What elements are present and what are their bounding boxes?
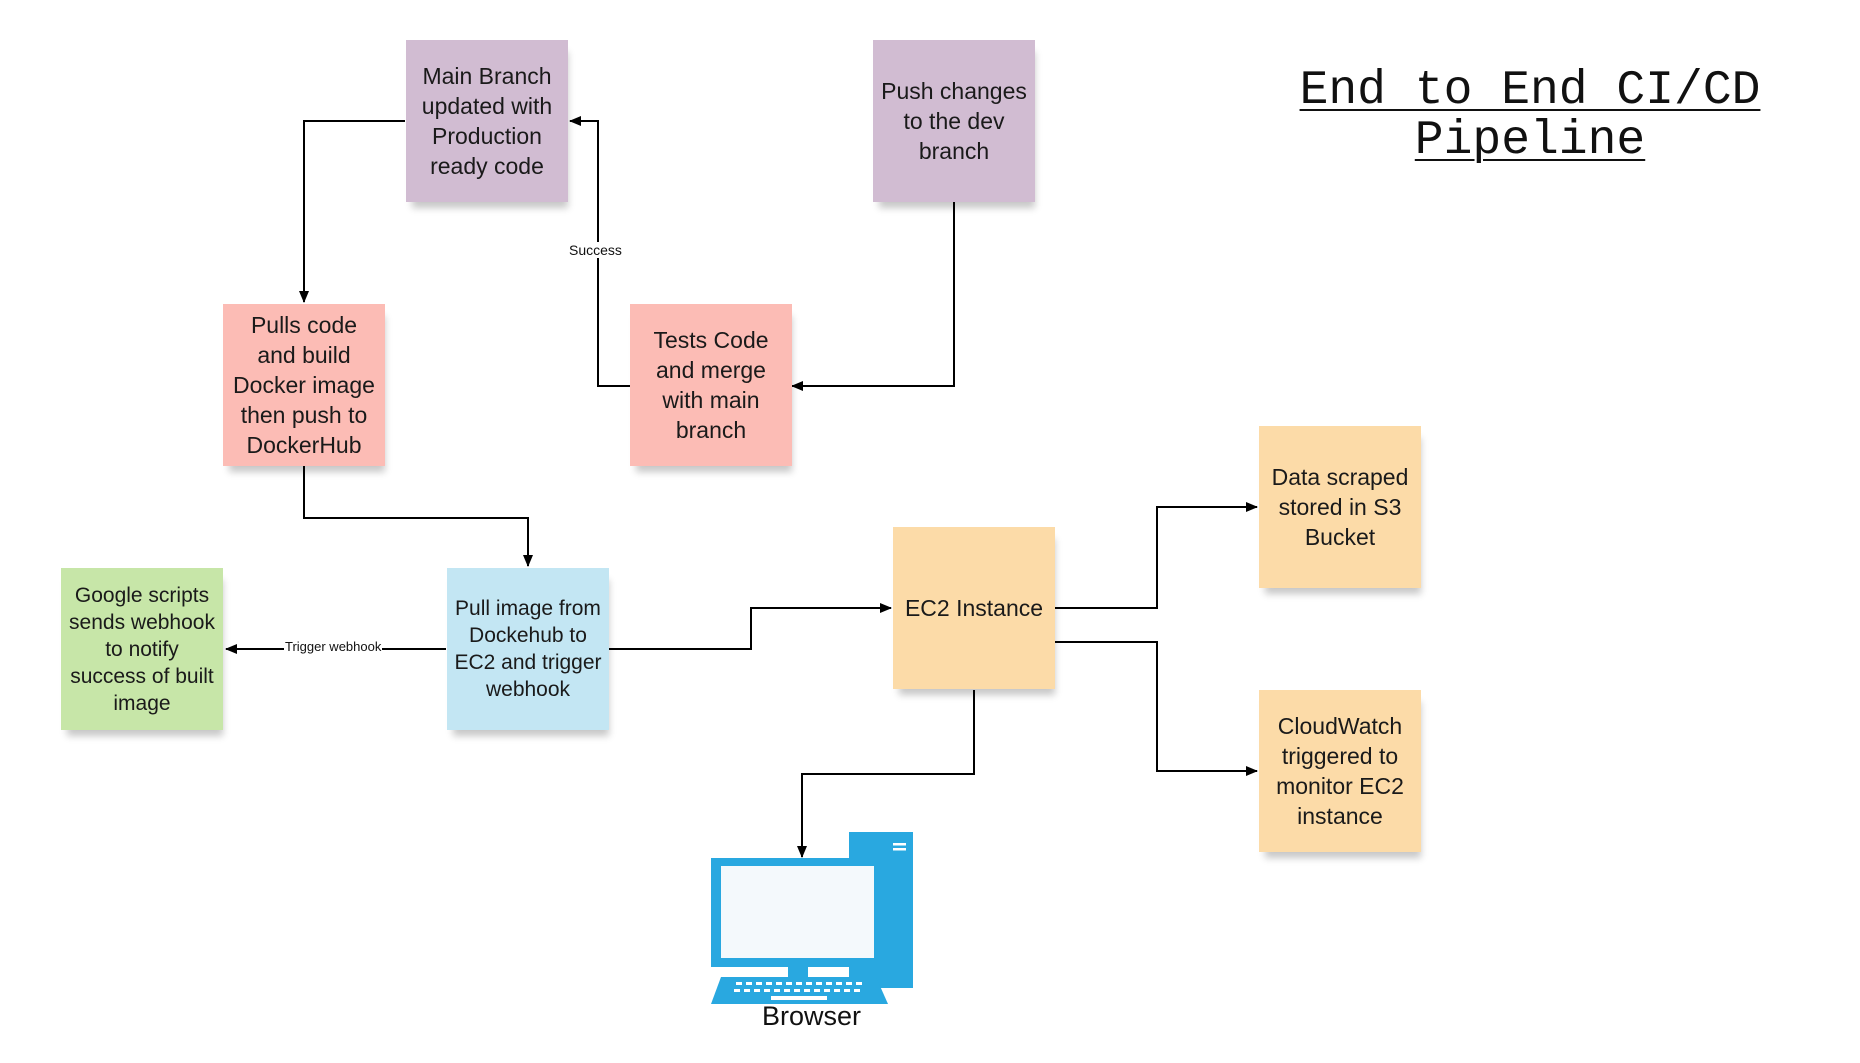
node-google-scripts-label: Google scripts sends webhook to notify s… — [69, 583, 215, 715]
node-pulls-code-label: Pulls code and build Docker image then p… — [233, 312, 375, 458]
title-line-2: Pipeline — [1414, 114, 1646, 168]
node-data-scraped[interactable]: Data scraped stored in S3 Bucket — [1259, 426, 1421, 588]
title-line-1: End to End CI/CD — [1299, 64, 1761, 118]
node-pull-image[interactable]: Pull image from Dockehub to EC2 and trig… — [447, 568, 609, 730]
arrow-ec2-to-s3 — [1055, 502, 1258, 609]
node-ec2-instance-label: EC2 Instance — [904, 595, 1044, 621]
node-tests-code[interactable]: Tests Code and merge with main branch — [630, 304, 792, 466]
node-main-branch-label: Main Branch updated with Production read… — [421, 63, 553, 179]
node-pulls-code[interactable]: Pulls code and build Docker image then p… — [223, 304, 385, 466]
node-main-branch[interactable]: Main Branch updated with Production read… — [406, 40, 568, 202]
node-ec2-instance[interactable]: EC2 Instance — [893, 527, 1055, 689]
node-google-scripts[interactable]: Google scripts sends webhook to notify s… — [61, 568, 223, 730]
browser-label: Browser — [762, 1001, 862, 1031]
page-title: End to End CI/CD Pipeline — [1260, 66, 1800, 166]
node-cloudwatch-label: CloudWatch triggered to monitor EC2 inst… — [1276, 713, 1404, 829]
arrow-ec2-to-browser — [797, 690, 975, 858]
node-tests-code-label: Tests Code and merge with main branch — [653, 327, 769, 443]
arrow-push-to-tests — [791, 202, 955, 391]
node-data-scraped-label: Data scraped stored in S3 Bucket — [1271, 464, 1409, 550]
arrow-ec2-to-cloudwatch — [1055, 641, 1258, 776]
arrow-pullimage-to-ec2 — [609, 603, 892, 650]
arrow-main-to-pulls — [299, 120, 405, 303]
node-push-changes[interactable]: Push changes to the dev branch — [873, 40, 1035, 202]
node-pull-image-label: Pull image from Dockehub to EC2 and trig… — [454, 597, 602, 701]
arrow-pulls-to-pullimage — [303, 466, 533, 567]
edge-label-success: Success — [568, 242, 623, 258]
desktop-computer-icon — [711, 832, 913, 1004]
edge-label-trigger-webhook: Trigger webhook — [284, 639, 383, 655]
node-push-changes-label: Push changes to the dev branch — [881, 78, 1027, 164]
node-cloudwatch[interactable]: CloudWatch triggered to monitor EC2 inst… — [1259, 690, 1421, 852]
